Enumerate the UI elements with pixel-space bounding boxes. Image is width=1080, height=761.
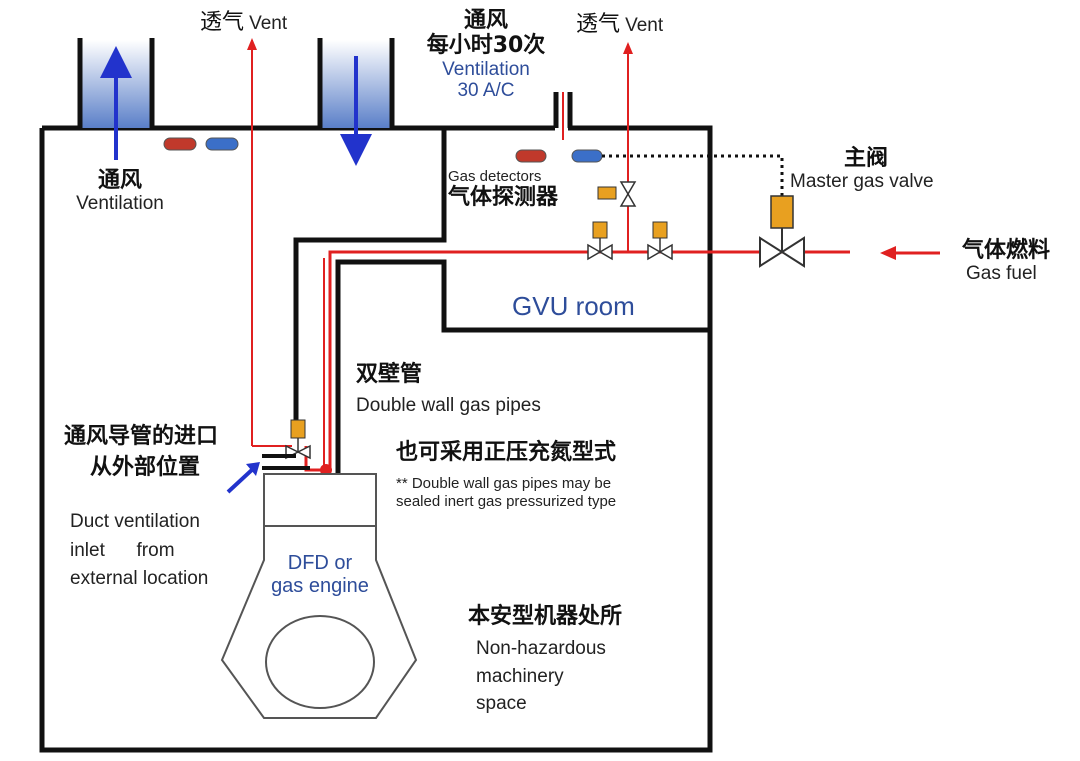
double-wall-cn: 双壁管 xyxy=(356,362,423,387)
ventilation-left-label: 通风 Ventilation xyxy=(66,168,174,215)
gvu-room-wall-inner xyxy=(335,259,710,474)
gvu-valve-2-icon xyxy=(647,221,673,261)
duct-inlet-arrow-icon xyxy=(226,466,256,494)
duct-inlet-en-3: external location xyxy=(70,568,209,589)
vent-right-cn: 透气 xyxy=(576,12,621,37)
nonhaz-en: Non-hazardous machinery space xyxy=(476,635,622,718)
machinery-space-outline xyxy=(39,125,713,753)
sensor-red-icon xyxy=(163,137,197,151)
inert-gas-label: 也可采用正压充氮型式 ** Double wall gas pipes may … xyxy=(396,440,616,510)
gvu-valve-1-icon xyxy=(587,221,613,261)
engine-label: DFD or gas engine xyxy=(252,552,388,598)
nonhaz-en-1: Non-hazardous xyxy=(476,638,606,660)
inert-en-1: ** Double wall gas pipes may be xyxy=(396,475,612,493)
master-valve-icon xyxy=(759,195,805,268)
gvu-room-wall-left xyxy=(293,128,447,432)
vent-valve-icon xyxy=(597,181,637,207)
sensor-blue-icon xyxy=(205,137,239,151)
gas-fuel-cn: 气体燃料 xyxy=(962,238,1051,263)
duct-inlet-en-1: Duct ventilation xyxy=(70,511,200,532)
engine-line-2: gas engine xyxy=(271,575,369,597)
ventilation-30-cn-1: 通风 xyxy=(463,8,508,33)
ventilation-30-en-2: 30 A/C xyxy=(457,80,515,102)
vent-right-en: Vent xyxy=(625,15,664,36)
gvu-sensor-blue-icon xyxy=(571,149,603,163)
duct-inlet-en-2: inlet from xyxy=(70,539,175,561)
duct-inlet-cn-2: 从外部位置 xyxy=(90,455,201,481)
nonhaz-en-3: space xyxy=(476,693,527,715)
vent-left-cn: 透气 xyxy=(200,10,245,35)
duct-inlet-en-label: Duct ventilation inlet from external loc… xyxy=(70,508,208,594)
ventilation-left-cn: 通风 xyxy=(97,168,142,193)
gas-pipe xyxy=(304,250,850,472)
gvu-sensor-red-icon xyxy=(515,149,547,163)
duct-inlet-cn-label: 通风导管的进口 从外部位置 xyxy=(64,424,218,481)
ventilation-30-cn-2: 每小时30次 xyxy=(426,33,546,59)
gas-fuel-label: 气体燃料 Gas fuel xyxy=(962,238,1050,285)
ventilation-30-en-1: Ventilation xyxy=(442,58,530,80)
duct-inlet-cn-1: 通风导管的进口 xyxy=(64,424,219,449)
inert-cn: 也可采用正压充氮型式 xyxy=(396,440,617,465)
engine-valve-icon xyxy=(285,419,311,460)
nonhaz-en-2: machinery xyxy=(476,665,564,687)
master-valve-label: 主阀 Master gas valve xyxy=(790,146,934,193)
engine-body xyxy=(220,473,418,719)
master-valve-cn: 主阀 xyxy=(844,146,889,171)
vent-left-en: Vent xyxy=(249,13,288,34)
double-wall-en: Double wall gas pipes xyxy=(356,395,541,417)
gvu-room-label: GVU room xyxy=(512,291,635,321)
ventilation-30-label: 通风 每小时30次 Ventilation 30 A/C xyxy=(410,8,562,102)
gas-detectors-label: Gas detectors 气体探测器 xyxy=(448,168,558,211)
vent-label-left: 透气 Vent xyxy=(200,10,287,35)
nonhaz-label: 本安型机器处所 Non-hazardous machinery space xyxy=(468,604,622,718)
gas-fuel-en: Gas fuel xyxy=(966,263,1037,285)
inert-en-2: sealed inert gas pressurized type xyxy=(396,492,617,510)
gas-detectors-en: Gas detectors xyxy=(448,168,542,185)
engine-line-1: DFD or xyxy=(287,552,353,574)
double-wall-label: 双壁管 Double wall gas pipes xyxy=(356,362,541,417)
nonhaz-cn: 本安型机器处所 xyxy=(468,604,623,629)
ventilation-left-en: Ventilation xyxy=(76,193,164,215)
master-valve-en: Master gas valve xyxy=(790,171,934,193)
vent-label-right: 透气 Vent xyxy=(576,12,663,37)
gas-detectors-cn: 气体探测器 xyxy=(448,185,559,211)
